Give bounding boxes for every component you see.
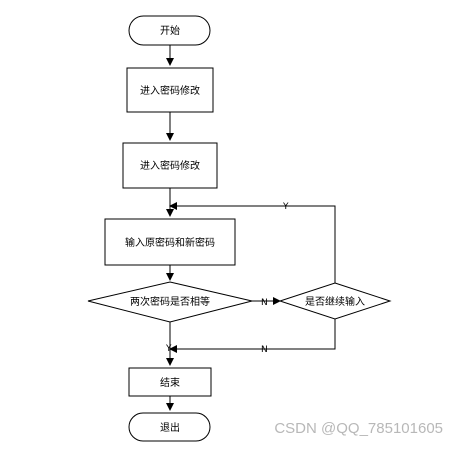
step2-box [122,142,218,189]
exit-terminal [128,412,211,442]
edge-label-n-bottom: N [261,345,268,355]
edge-continue-yes-loop [169,202,336,283]
step1-label: 进入密码修改 [140,84,200,97]
decision-continue-label: 是否继续输入 [305,295,365,308]
start-label: 开始 [160,24,180,37]
start-terminal [128,15,211,46]
decision-same-diamond [87,281,253,323]
step2-label: 进入密码修改 [140,159,200,172]
end-label: 结束 [160,376,180,389]
exit-label: 退出 [160,421,180,434]
step1-box [126,67,214,113]
edge-label-y-bottom: Y [165,344,172,354]
end-box [128,367,212,397]
edge-continue-no [169,319,336,353]
decision-same-label: 两次密码是否相等 [130,295,210,308]
input-box [104,218,236,266]
edge-label-y-top: Y [282,202,289,212]
input-label: 输入原密码和新密码 [125,236,215,249]
watermark: CSDN @QQ_785101605 [274,420,443,437]
edge-label-n-right: N [261,298,268,308]
decision-continue-diamond [278,282,392,320]
